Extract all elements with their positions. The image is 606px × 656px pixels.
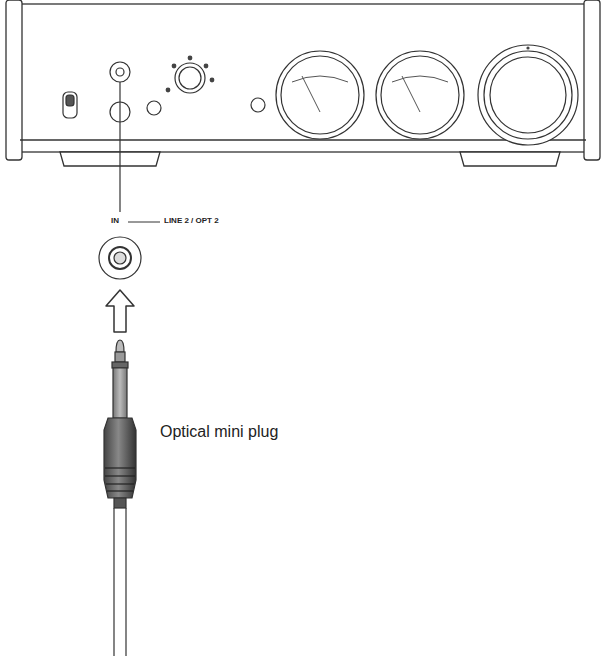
amplifier-housing [6,0,600,166]
leader-line [128,222,160,223]
meter-needles [292,76,448,112]
indicator-leds [166,46,530,92]
insert-arrow [106,290,134,332]
front-controls [63,45,578,145]
optical-mini-plug [104,340,136,656]
jack-closeup [99,237,141,279]
leader-line [119,82,120,212]
jack-label: IN [111,217,119,226]
plug-label: Optical mini plug [160,423,278,441]
input-name-label: LINE 2 / OPT 2 [164,217,219,226]
